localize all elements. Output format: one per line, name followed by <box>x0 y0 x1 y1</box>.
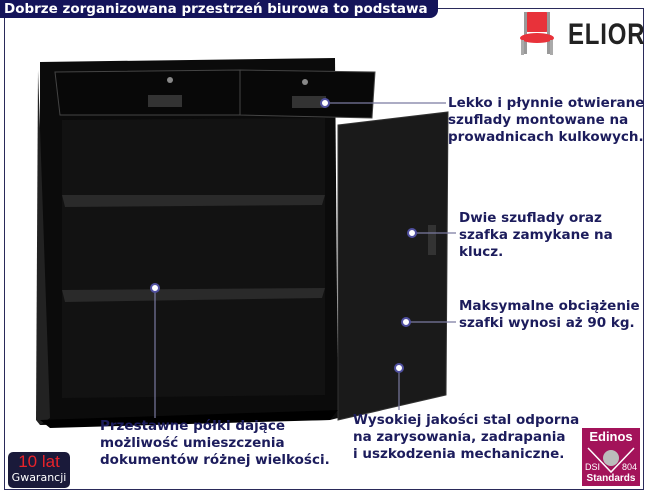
annotation-line: Przestawne półki dające <box>100 418 286 434</box>
certificate-left: DSI <box>585 462 601 472</box>
annotation-load: Maksymalne obciążenie szafki wynosi aż 9… <box>459 298 640 332</box>
warranty-badge: 10 lat Gwarancji <box>8 452 70 488</box>
warranty-label: Gwarancji <box>11 471 67 484</box>
brand-logo: ELIOR <box>512 10 646 56</box>
certificate-name: Edinos <box>589 429 633 444</box>
annotation-line: na zarysowania, zadrapania <box>353 429 566 445</box>
annotation-line: Maksymalne obciążenie <box>459 298 640 314</box>
annotation-line: klucz. <box>459 244 504 260</box>
checkmark-icon <box>587 447 635 474</box>
annotation-line: prowadnicach kulkowych. <box>448 129 644 145</box>
annotation-shelves: Przestawne półki dające możliwość umiesz… <box>100 418 330 469</box>
annotation-line: i uszkodzenia mechaniczne. <box>353 446 565 462</box>
annotation-locks: Dwie szuflady oraz szafka zamykane na kl… <box>459 210 613 261</box>
certificate-badge: Edinos DSI 804 Standards <box>582 428 640 486</box>
warranty-years: 10 lat <box>18 452 60 471</box>
annotation-line: dokumentów różnej wielkości. <box>100 452 330 468</box>
annotation-line: Dwie szuflady oraz <box>459 210 602 226</box>
brand-name: ELIOR <box>568 18 646 51</box>
certificate-bottom: Standards <box>586 473 636 484</box>
certificate-right: 804 <box>621 462 637 472</box>
chair-icon <box>520 12 554 55</box>
annotation-line: szafki wynosi aż 90 kg. <box>459 315 635 331</box>
annotation-line: możliwość umieszczenia <box>100 435 285 451</box>
annotation-line: szafka zamykane na <box>459 227 613 243</box>
annotation-line: Wysokiej jakości stal odporna <box>353 412 580 428</box>
annotation-line: Lekko i płynnie otwierane <box>448 95 645 111</box>
annotation-drawers: Lekko i płynnie otwierane szuflady monto… <box>448 95 644 146</box>
annotation-line: szuflady montowane na <box>448 112 629 128</box>
page-title: Dobrze zorganizowana przestrzeń biurowa … <box>0 0 438 18</box>
annotation-steel: Wysokiej jakości stal odporna na zarysow… <box>353 412 579 463</box>
